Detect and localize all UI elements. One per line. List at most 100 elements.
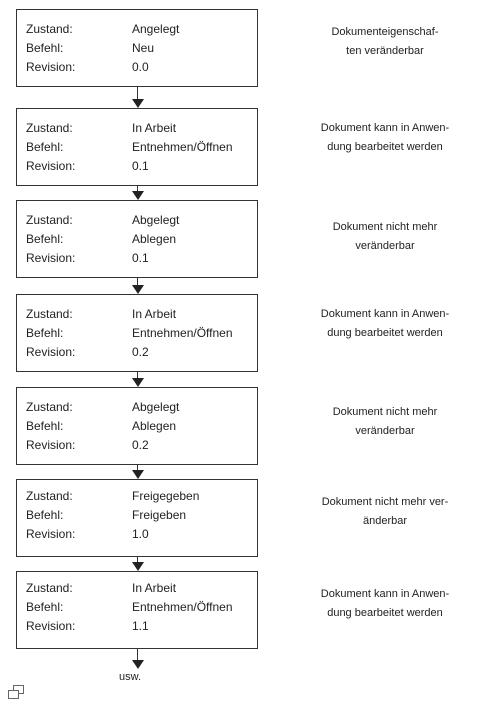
flow-arrow [132, 465, 144, 479]
state-value: In Arbeit [132, 121, 177, 135]
state-label: Zustand: [26, 307, 73, 321]
note-6: Dokument nicht mehr ver- änderbar [296, 493, 474, 531]
revision-row: Revision: 0.2 [26, 438, 149, 452]
command-label: Befehl: [26, 326, 64, 340]
note-line: Dokument nicht mehr [332, 221, 438, 233]
revision-label: Revision: [26, 60, 76, 74]
command-row: Befehl: Ablegen [26, 419, 176, 433]
state-value: Abgelegt [132, 400, 180, 414]
arrow-head-icon [132, 562, 144, 571]
note-line: dung bearbeitet werden [327, 141, 443, 153]
command-value: Freigeben [132, 508, 187, 522]
revision-label: Revision: [26, 527, 76, 541]
command-value: Entnehmen/Öffnen [132, 326, 233, 340]
note-line: dung bearbeitet werden [327, 327, 443, 339]
note-line: Dokumenteigenschaf- [331, 26, 439, 38]
revision-label: Revision: [26, 619, 76, 633]
continuation-label: usw. [119, 671, 142, 683]
arrow-head-icon [132, 285, 144, 294]
revision-row: Revision: 0.0 [26, 60, 149, 74]
note-2: Dokument kann in Anwen- dung bearbeitet … [296, 119, 474, 157]
state-value: Angelegt [132, 22, 180, 36]
revision-row: Revision:0.1 [26, 251, 149, 265]
revision-value: 0.1 [132, 251, 149, 265]
state-value: Freigegeben [132, 489, 200, 503]
command-label: Befehl: [26, 41, 64, 55]
revision-row: Revision: 0.1 [26, 159, 149, 173]
state-label: Zustand: [26, 213, 73, 227]
flow-arrow [132, 186, 144, 200]
command-row: Befehl: Neu [26, 41, 154, 55]
arrow-head-icon [132, 99, 144, 108]
note-line: veränderbar [355, 240, 415, 252]
note-1: Dokumenteigenschaf- ten veränderbar [296, 23, 474, 61]
revision-label: Revision: [26, 438, 76, 452]
arrow-head-icon [132, 378, 144, 387]
flow-arrow [132, 649, 144, 669]
command-value: Entnehmen/Öffnen [132, 600, 233, 614]
state-label: Zustand: [26, 400, 73, 414]
revision-value: 1.1 [132, 619, 149, 633]
revision-label: Revision: [26, 345, 76, 359]
note-line: veränderbar [355, 425, 415, 437]
command-value: Neu [132, 41, 155, 55]
expand-icon[interactable] [7, 684, 25, 700]
state-row: Zustand: In Arbeit [26, 307, 176, 321]
command-value: Ablegen [132, 419, 177, 433]
state-label: Zustand: [26, 121, 73, 135]
state-box-6: Zustand: Freigegeben Befehl: Freigeben Rev… [16, 479, 258, 557]
flow-arrow [132, 372, 144, 387]
state-value: In Arbeit [132, 581, 177, 595]
revision-row: Revision: 1.1 [26, 619, 149, 633]
state-label: Zustand: [26, 581, 73, 595]
revision-row: Revision: 1.0 [26, 527, 149, 541]
state-box-2: Zustand: In Arbeit Befehl: Entnehmen/Öffne… [16, 108, 258, 186]
state-row: Zustand: Abgelegt [26, 400, 179, 414]
state-row: Zustand: Freigegeben [26, 489, 199, 503]
state-box-4: Zustand: In Arbeit Befehl: Entnehmen/Öffne… [16, 294, 258, 372]
flow-arrow [132, 87, 144, 108]
command-row: Befehl: Ablegen [26, 232, 176, 246]
command-row: Befehl: Freigeben [26, 508, 186, 522]
revision-label: Revision: [26, 159, 76, 173]
revision-row: Revision: 0.2 [26, 345, 149, 359]
note-3: Dokument nicht mehr veränderbar [296, 218, 474, 256]
note-line: Dokument kann in Anwen- [320, 308, 450, 320]
state-row: Zustand: In Arbeit [26, 121, 176, 135]
command-label: Befehl: [26, 419, 64, 433]
state-row: Zustand: Angelegt [26, 22, 179, 36]
arrow-head-icon [132, 191, 144, 200]
command-row: Befehl: Entnehmen/Öffnen [26, 140, 233, 154]
command-label: Befehl: [26, 140, 64, 154]
state-box-1: Zustand: Angelegt Befehl: Neu Revision: 0.0 [16, 9, 258, 87]
state-value: Abgelegt [132, 213, 180, 227]
command-label: Befehl: [26, 508, 64, 522]
command-row: Befehl: Entnehmen/Öffnen [26, 600, 233, 614]
arrow-head-icon [132, 660, 144, 669]
note-4: Dokument kann in Anwen- dung bearbeitet … [296, 305, 474, 343]
note-line: Dokument nicht mehr [332, 406, 438, 418]
note-line: ten veränderbar [346, 45, 424, 57]
note-line: dung bearbeitet werden [327, 607, 443, 619]
state-box-7: Zustand: In Arbeit Befehl: Entnehmen/Öffne… [16, 571, 258, 649]
revision-value: 0.1 [132, 159, 149, 173]
arrow-head-icon [132, 470, 144, 479]
revision-value: 0.2 [132, 345, 149, 359]
revision-value: 0.2 [132, 438, 149, 452]
state-label: Zustand: [26, 22, 73, 36]
command-label: Befehl: [26, 600, 64, 614]
note-7: Dokument kann in Anwen- dung bearbeitet … [296, 585, 474, 623]
state-label: Zustand: [26, 489, 73, 503]
state-row: Zustand: In Arbeit [26, 581, 176, 595]
note-line: Dokument nicht mehr ver- [321, 496, 449, 508]
state-box-5: Zustand: Abgelegt Befehl: Ablegen Revision… [16, 387, 258, 465]
state-value: In Arbeit [132, 307, 177, 321]
revision-value: 1.0 [132, 527, 149, 541]
note-line: änderbar [362, 515, 408, 527]
command-value: Entnehmen/Öffnen [132, 140, 233, 154]
command-value: Ablegen [132, 232, 177, 246]
revision-value: 0.0 [132, 60, 149, 74]
command-label: Befehl: [26, 232, 64, 246]
note-line: Dokument kann in Anwen- [320, 588, 450, 600]
state-box-3: Zustand: Abgelegt Befehl: Ablegen Revision… [16, 200, 258, 278]
